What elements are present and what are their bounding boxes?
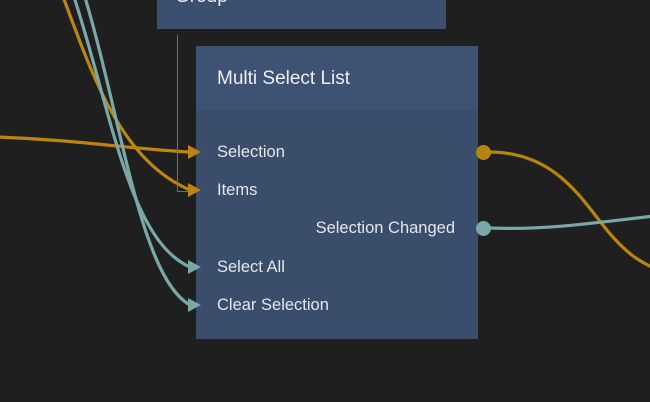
wire-to-select-all (73, 0, 192, 269)
input-connector-arrow-items[interactable] (188, 183, 201, 197)
node-body: Selection Items Selection Changed Select… (196, 110, 478, 339)
input-port-label-clear-selection: Clear Selection (217, 296, 329, 314)
input-connector-arrow-selection[interactable] (188, 145, 201, 159)
wire-to-clear-selection (84, 0, 192, 307)
input-port-label-select-all: Select All (217, 258, 285, 276)
wire-to-items (62, 0, 192, 192)
wire-to-selection (0, 135, 192, 154)
input-port-row-items[interactable]: Items (196, 180, 478, 200)
hierarchy-bracket-line (177, 35, 178, 192)
node-title: Multi Select List (217, 68, 351, 89)
input-port-row-select-all[interactable]: Select All (196, 257, 478, 277)
group-panel[interactable]: Group (157, 0, 446, 29)
input-port-label-items: Items (217, 181, 258, 199)
input-port-row-clear-selection[interactable]: Clear Selection (196, 295, 478, 315)
input-connector-arrow-clear-selection[interactable] (188, 298, 201, 312)
output-port-row-selection-changed[interactable]: Selection Changed (196, 218, 478, 238)
node-header[interactable]: Multi Select List (196, 46, 478, 110)
node-multi-select-list[interactable]: Multi Select List Selection Items Select… (196, 46, 478, 339)
output-connector-dot-selection-changed[interactable] (476, 221, 491, 236)
output-port-label-selection-changed: Selection Changed (315, 219, 455, 237)
group-title: Group (175, 0, 228, 8)
input-port-label-selection: Selection (217, 143, 285, 161)
input-port-row-selection[interactable]: Selection (196, 142, 478, 162)
input-connector-arrow-select-all[interactable] (188, 260, 201, 274)
hierarchy-bracket-tick (177, 191, 188, 192)
output-connector-dot-selection[interactable] (476, 145, 491, 160)
